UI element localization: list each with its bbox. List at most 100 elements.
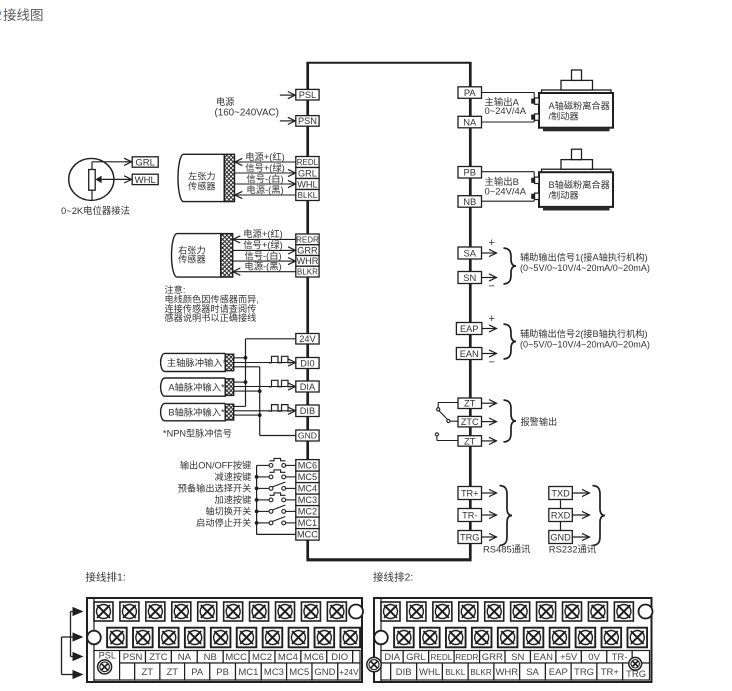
svg-text:NB: NB: [204, 652, 217, 663]
svg-text:TR+: TR+: [461, 488, 479, 498]
svg-text:减速按键: 减速按键: [215, 471, 252, 482]
svg-text:WHL: WHL: [297, 179, 317, 189]
svg-text:REDL: REDL: [430, 653, 452, 662]
svg-text:MC1: MC1: [238, 667, 258, 678]
svg-text:输出ON/OFF按键: 输出ON/OFF按键: [180, 460, 251, 471]
svg-text:GRR: GRR: [482, 652, 503, 663]
svg-text:TXD: TXD: [551, 488, 570, 498]
svg-text:接线排2:: 接线排2:: [373, 571, 413, 584]
svg-text:/制动器: /制动器: [549, 111, 579, 122]
svg-text:/制动器: /制动器: [549, 190, 579, 201]
svg-text:+5V: +5V: [560, 652, 578, 663]
svg-text:PB: PB: [216, 667, 229, 678]
svg-text:SN: SN: [511, 652, 524, 663]
svg-text:PB: PB: [463, 167, 476, 178]
svg-text:信号-(白): 信号-(白): [246, 173, 283, 184]
svg-text:SA: SA: [526, 667, 539, 678]
svg-text:24V: 24V: [299, 334, 316, 344]
svg-text:BLKL: BLKL: [445, 668, 465, 677]
svg-text:B轴磁粉离合器: B轴磁粉离合器: [549, 179, 610, 190]
svg-text:WHL: WHL: [135, 175, 156, 186]
svg-text:主输出A: 主输出A: [485, 96, 520, 107]
svg-text:MC1: MC1: [298, 518, 317, 528]
svg-text:(0~5V/0~10V/4~20mA/0~20mA): (0~5V/0~10V/4~20mA/0~20mA): [520, 263, 650, 273]
svg-text:RS485通讯: RS485通讯: [483, 544, 531, 555]
svg-text:RXD: RXD: [551, 510, 571, 520]
svg-text:GRL: GRL: [298, 168, 317, 178]
svg-text:主输出B: 主输出B: [485, 176, 519, 187]
svg-text:TRG: TRG: [626, 669, 646, 680]
svg-text:+: +: [489, 313, 495, 325]
svg-text:接线图: 接线图: [3, 7, 44, 23]
svg-text:电源-(黑): 电源-(黑): [244, 261, 281, 272]
svg-text:电线颜色因传感器而异,: 电线颜色因传感器而异,: [165, 294, 259, 305]
svg-text:DI0: DI0: [300, 358, 314, 368]
svg-text:ZT: ZT: [464, 398, 476, 409]
svg-text:GND: GND: [298, 431, 317, 441]
svg-text:BLKR: BLKR: [470, 668, 491, 677]
svg-text:PSL: PSL: [99, 651, 116, 661]
svg-text:SA: SA: [463, 247, 476, 258]
svg-text:REDL: REDL: [297, 158, 319, 167]
svg-text:传感器: 传感器: [178, 254, 206, 265]
svg-text:MC3: MC3: [298, 495, 317, 505]
svg-text:信号+(绿): 信号+(绿): [245, 162, 285, 173]
svg-text:*NPN型脉冲信号: *NPN型脉冲信号: [163, 428, 232, 439]
svg-text:电源+(红): 电源+(红): [245, 151, 285, 162]
svg-text:右张力: 右张力: [178, 244, 206, 255]
svg-text:DIB: DIB: [396, 667, 412, 678]
svg-text:REDR: REDR: [296, 235, 319, 244]
svg-text:报警输出: 报警输出: [521, 416, 558, 427]
svg-text:TR+: TR+: [601, 667, 620, 678]
svg-text:MC5: MC5: [289, 667, 309, 678]
svg-text:MC2: MC2: [298, 507, 317, 517]
svg-text:TR-: TR-: [612, 652, 628, 663]
svg-text:SN: SN: [463, 272, 476, 283]
svg-text:RS232通讯: RS232通讯: [549, 544, 597, 555]
svg-text:EAP: EAP: [549, 667, 568, 678]
svg-text:0~24V/4A: 0~24V/4A: [485, 185, 527, 196]
svg-text:GRL: GRL: [135, 157, 155, 168]
svg-text:EAN: EAN: [460, 349, 479, 359]
svg-text:WHR: WHR: [495, 667, 518, 678]
svg-text:−: −: [489, 357, 495, 369]
svg-text:TRG: TRG: [574, 667, 594, 678]
svg-text:0~24V/4A: 0~24V/4A: [485, 105, 527, 116]
svg-text:信号+(绿): 信号+(绿): [243, 239, 283, 250]
svg-text:接线排1:: 接线排1:: [86, 571, 126, 584]
svg-text:NB: NB: [463, 196, 476, 207]
svg-text:BLKL: BLKL: [298, 191, 318, 200]
svg-text:GND: GND: [314, 667, 335, 678]
svg-text:GND: GND: [550, 532, 571, 542]
svg-text:连接传感器时请查阅传: 连接传感器时请查阅传: [165, 303, 257, 314]
svg-text:TR-: TR-: [462, 510, 477, 520]
svg-text:ZT: ZT: [464, 435, 476, 446]
svg-text:ZTC: ZTC: [461, 417, 479, 427]
svg-text:辅助输出信号2(接B轴执行机构): 辅助输出信号2(接B轴执行机构): [520, 328, 648, 339]
svg-text:启动停止开关: 启动停止开关: [196, 517, 251, 528]
svg-text:预备输出选择开关: 预备输出选择开关: [178, 483, 252, 494]
svg-text:A轴磁粉离合器: A轴磁粉离合器: [549, 100, 610, 111]
svg-text:电源: 电源: [216, 96, 234, 107]
svg-text:NA: NA: [178, 652, 192, 663]
svg-text:MC6: MC6: [298, 461, 317, 471]
svg-text:MC2: MC2: [252, 652, 272, 663]
svg-text:MC4: MC4: [278, 652, 298, 663]
svg-text:PSN: PSN: [298, 116, 317, 126]
svg-text:MC5: MC5: [298, 472, 317, 482]
svg-text:(0~5V/0~10V/4~20mA/0~20mA): (0~5V/0~10V/4~20mA/0~20mA): [520, 340, 650, 350]
svg-text:0~2K电位器接法: 0~2K电位器接法: [61, 205, 130, 216]
svg-text:2: 2: [0, 8, 2, 23]
svg-text:轴切换开关: 轴切换开关: [205, 506, 251, 517]
svg-text:BLKR: BLKR: [297, 268, 318, 277]
svg-text:+24V: +24V: [339, 668, 359, 677]
svg-text:0V: 0V: [588, 652, 600, 663]
svg-text:EAN: EAN: [533, 652, 553, 663]
svg-text:感器说明书以正确接线: 感器说明书以正确接线: [165, 312, 257, 323]
svg-text:DIB: DIB: [300, 406, 315, 416]
svg-text:GRL: GRL: [406, 652, 426, 663]
svg-text:ZT: ZT: [166, 667, 178, 678]
svg-text:DIA: DIA: [384, 652, 401, 663]
svg-text:MC3: MC3: [264, 667, 284, 678]
svg-text:信号-(白): 信号-(白): [244, 250, 281, 261]
